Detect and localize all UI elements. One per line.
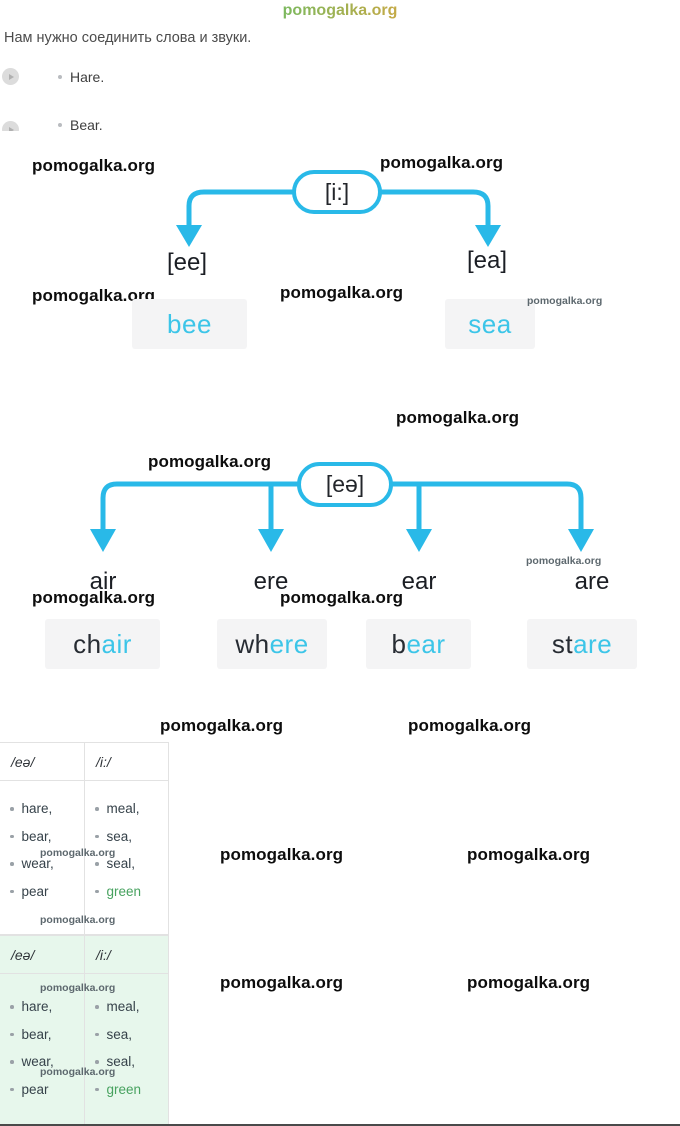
task-word: Bear. [70,117,103,133]
table-body-row: hare, bear, wear, pear meal, sea, seal, … [0,781,169,935]
table-word: hare, [10,993,84,1021]
table-cell-ea-words: hare, bear, wear, pear [0,974,85,1126]
watermark-small: pomogalka.org [40,847,116,859]
table-word: sea, [95,1021,168,1049]
page-bottom-edge [0,1124,680,1126]
table-cell-ea-words: hare, bear, wear, pear [0,781,85,935]
word-prefix: ch [73,628,102,659]
table-word: hare, [10,795,84,823]
word-suffix: ear [406,628,446,659]
diagram2-ending: ere [253,568,289,595]
table-cell-i-words: meal, sea, seal, green [85,781,169,935]
task-instruction: Нам нужно соединить слова и звуки. [4,30,252,46]
watermark: pomogalka.org [160,716,284,735]
task-word: Hare. [70,69,105,85]
diagram1-branch-sound: [ee] [166,249,208,276]
diagram1-branch-sound: [ea] [466,247,508,274]
table-word: bear, [10,823,84,851]
table-word: pear [10,878,84,906]
word-prefix: st [551,628,574,659]
watermark: pomogalka.org [380,153,504,172]
table-header-ea: /eə/ [0,743,85,781]
table-header-row: /eə/ /i:/ [0,936,169,974]
table-header-i: /i:/ [85,936,169,974]
table-word: green [95,878,168,906]
watermark: pomogalka.org [32,156,156,175]
watermark: pomogalka.org [280,283,404,302]
watermark-small: pomogalka.org [40,914,116,926]
table-header-row: /eə/ /i:/ [0,743,169,781]
table-header-i: /i:/ [85,743,169,781]
watermark: pomogalka.org [220,973,344,992]
table-header-ea: /eə/ [0,936,85,974]
watermark: pomogalka.org [467,845,591,864]
audio-play-button[interactable] [2,68,19,85]
diagram2-root-sound: [eə] [297,462,393,507]
word-suffix: ere [269,628,309,659]
watermark-small: pomogalka.org [40,982,116,994]
word-prefix: wh [235,628,270,659]
watermark: pomogalka.org [32,286,156,305]
watermark: pomogalka.org [396,408,520,427]
watermark-small: pomogalka.org [526,555,602,567]
watermark-small: pomogalka.org [527,295,603,307]
table-word: green [95,1076,168,1104]
table-word: bear, [10,1021,84,1049]
table-body-row: hare, bear, wear, pear meal, sea, seal, … [0,974,169,1126]
table-word: meal, [95,795,168,823]
task-list-item: Bear. [58,117,103,133]
task-list-item: Hare. [58,69,104,85]
diagram2-ending: air [89,568,117,595]
watermark: pomogalka.org [148,452,272,471]
diagram2-ending: are [574,568,610,595]
diagram2-ending: ear [401,568,437,595]
word-suffix: air [101,628,132,659]
word-suffix: are [573,628,613,659]
table-word: sea, [95,823,168,851]
watermark: pomogalka.org [220,845,344,864]
watermark-small: pomogalka.org [40,1066,116,1078]
diagram1-root-sound: [i:] [292,170,382,214]
sound-words-table-2: /eə/ /i:/ hare, bear, wear, pear meal, s… [0,935,169,1126]
watermark: pomogalka.org [467,973,591,992]
example-word-bee: bee [132,299,247,349]
word-prefix: b [391,628,407,659]
example-word-sea: sea [445,299,535,349]
watermark: pomogalka.org [32,588,156,607]
sound-words-table-1: /eə/ /i:/ hare, bear, wear, pear meal, s… [0,742,169,935]
table-word: wear, [10,1048,84,1076]
table-cell-i-words: meal, sea, seal, green [85,974,169,1126]
table-word: wear, [10,850,84,878]
table-word: meal, [95,993,168,1021]
watermark: pomogalka.org [280,588,404,607]
table-word: seal, [95,1048,168,1076]
table-word: seal, [95,850,168,878]
table-word: pear [10,1076,84,1104]
watermark: pomogalka.org [408,716,532,735]
site-watermark-top: pomogalka.org [0,2,680,20]
